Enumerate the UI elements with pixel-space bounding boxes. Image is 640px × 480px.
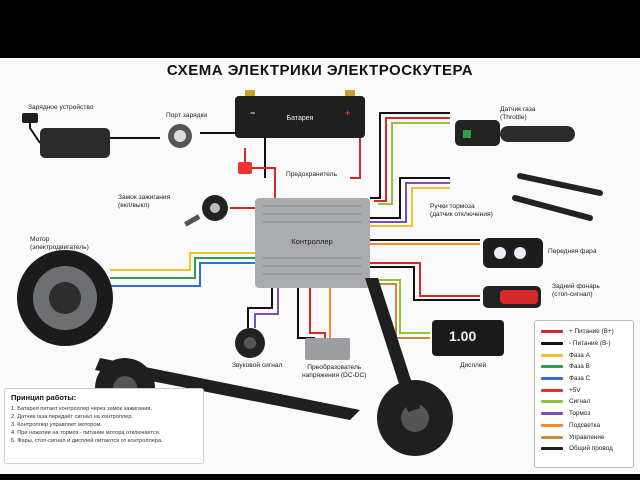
wire-dcdc-2 <box>309 288 326 338</box>
legend-row: Подсветка <box>541 420 627 432</box>
legend-swatch <box>541 423 563 427</box>
principle-item: 4. При нажатии на тормоз - питание мотор… <box>11 430 161 436</box>
motor-wheel-icon <box>17 250 113 346</box>
legend-label: + Питание (B+) <box>569 328 614 336</box>
fuse-icon <box>238 162 252 174</box>
principles-box: Принцип работы: 1. Батарея питает контро… <box>4 388 204 464</box>
wire-brake-2 <box>370 182 450 223</box>
wire-brake-3 <box>370 187 450 227</box>
charger-icon <box>22 113 110 158</box>
motor-label: Мотор (электродвигатель) <box>30 236 89 251</box>
legend-swatch <box>541 412 563 416</box>
throttle-label: Датчик газа (Throttle) <box>500 106 536 121</box>
charger-label: Зарядное устройство <box>28 104 94 111</box>
legend-label: Фаза C <box>569 375 591 383</box>
controller-icon: Контроллер <box>255 198 370 288</box>
dcdc-label: Преобразователь напряжения (DC-DC) <box>302 364 367 379</box>
wire-phase-b <box>110 257 255 279</box>
legend-row: Фаза C <box>541 373 627 385</box>
legend-swatch <box>541 365 563 369</box>
legend-row: Общий провод <box>541 443 627 455</box>
wire-display-1 <box>370 279 430 334</box>
legend-row: Фаза B <box>541 361 627 373</box>
svg-text:Батарея: Батарея <box>287 115 314 122</box>
legend-swatch <box>541 400 563 404</box>
wire-horn-2 <box>254 288 279 328</box>
horn-label: Звуковой сигнал <box>232 362 283 369</box>
headlight-label: Передняя фара <box>548 248 597 255</box>
principles-heading: Принцип работы: <box>11 393 77 402</box>
wire-phase-c <box>110 262 255 287</box>
battery-icon: Батарея − + <box>235 90 365 138</box>
wire-phase-a <box>110 252 255 271</box>
principle-item: 1. Батарея питает контроллер через замок… <box>11 406 153 412</box>
wire-throttle-3 <box>378 122 450 205</box>
wire-horn-1 <box>247 288 273 328</box>
wire-display-2 <box>370 283 430 339</box>
legend-label: Фаза B <box>569 363 590 371</box>
charge-port-icon <box>168 124 192 148</box>
svg-text:Контроллер: Контроллер <box>291 237 332 246</box>
wire-throttle-2 <box>374 117 450 202</box>
legend-label: Фаза A <box>569 351 590 359</box>
legend-swatch <box>541 353 563 357</box>
legend-swatch <box>541 447 563 451</box>
page-title: СХЕМА ЭЛЕКТРИКИ ЭЛЕКТРОСКУТЕРА <box>166 62 474 79</box>
wire-dcdc-1 <box>297 288 315 339</box>
ignition-icon <box>184 195 228 227</box>
headlight-icon <box>483 238 543 268</box>
taillight-label: Задний фонарь (стоп-сигнал) <box>552 283 600 298</box>
ignition-label: Замок зажигания (вкл/выкл) <box>118 194 171 209</box>
legend-row: +5V <box>541 384 627 396</box>
brake-lever-icon <box>512 173 603 221</box>
wire-fuse <box>244 148 276 198</box>
display-label: Дисплей <box>460 362 487 369</box>
throttle-icon <box>455 120 575 146</box>
legend-label: Подсветка <box>569 421 601 429</box>
legend-row: Сигнал <box>541 396 627 408</box>
legend-label: Тормоз <box>569 410 591 418</box>
legend-swatch <box>541 435 563 439</box>
legend-label: - Питание (B-) <box>569 340 611 348</box>
principle-item: 2. Датчик газа передаёт сигнал на контро… <box>11 414 134 420</box>
legend-swatch <box>541 342 563 346</box>
svg-text:−: − <box>250 108 255 118</box>
legend-row: Управление <box>541 431 627 443</box>
brakes-label: Ручки тормоза (датчик отключения) <box>430 203 493 218</box>
wire-tail-2 <box>370 266 480 301</box>
wire-brake-1 <box>370 177 450 219</box>
display-icon <box>432 320 504 356</box>
legend-row: Фаза A <box>541 349 627 361</box>
wire-throttle-1 <box>370 112 450 199</box>
wire-legend: + Питание (B+) - Питание (B-) Фаза A Фаз… <box>534 320 634 468</box>
fuse-label: Предохранитель <box>286 171 338 178</box>
dcdc-icon <box>305 338 350 360</box>
principle-item: 3. Контроллер управляет мотором. <box>11 422 102 428</box>
principle-item: 5. Фары, стоп-сигнал и дисплей питаются … <box>11 438 163 444</box>
display-readout: 1.00 <box>449 328 477 344</box>
legend-row: Тормоз <box>541 408 627 420</box>
legend-row: - Питание (B-) <box>541 338 627 350</box>
charge-port-label: Порт зарядки <box>166 112 208 119</box>
horn-icon <box>235 328 265 358</box>
legend-label: Сигнал <box>569 398 591 406</box>
legend-label: Управление <box>569 433 605 441</box>
legend-label: +5V <box>569 386 581 394</box>
legend-swatch <box>541 330 563 334</box>
taillight-icon <box>483 286 541 308</box>
legend-row: + Питание (B+) <box>541 326 627 338</box>
legend-swatch <box>541 377 563 381</box>
legend-swatch <box>541 388 563 392</box>
wire-tail-1 <box>370 262 480 297</box>
diagram-canvas: Батарея − + Контроллер <box>0 58 640 474</box>
principles-list: 1. Батарея питает контроллер через замок… <box>11 405 197 445</box>
svg-text:+: + <box>345 108 350 118</box>
legend-label: Общий провод <box>569 445 613 453</box>
